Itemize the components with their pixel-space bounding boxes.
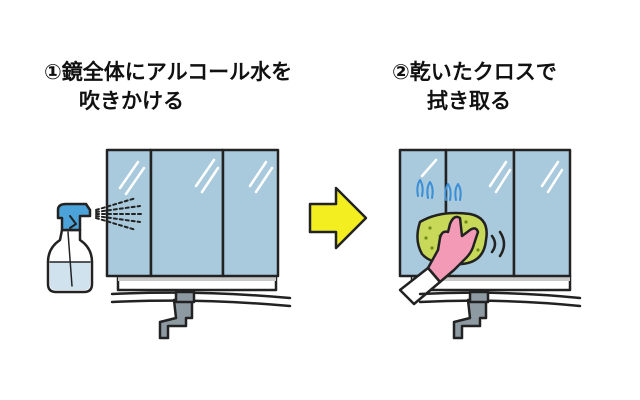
spray-mist (95, 197, 143, 231)
step-2-label: ②乾いたクロスで 拭き取る (392, 58, 557, 116)
left-mirror-panel-2 (149, 148, 225, 278)
step-1-line1: ①鏡全体にアルコール水を (44, 60, 293, 84)
gloved-hand-icon (398, 215, 480, 306)
right-mirror-highlights (420, 158, 564, 194)
right-sink-edge (418, 291, 582, 308)
spray-bottle-icon (46, 202, 94, 294)
step-2-line2: 拭き取る (427, 89, 511, 113)
faucet-icon (452, 290, 490, 340)
left-mirror-highlights (118, 158, 274, 196)
left-sink-edge (110, 291, 292, 308)
smear-marks (416, 179, 462, 201)
step-1-label: ①鏡全体にアルコール水を 吹きかける (44, 58, 292, 116)
left-mirror-panel-3 (221, 148, 280, 278)
next-arrow-icon (308, 186, 368, 250)
motion-marks (490, 230, 506, 258)
step-1-line2: 吹きかける (79, 89, 184, 113)
faucet-icon (158, 290, 196, 340)
step-2-line1: ②乾いたクロスで (392, 60, 557, 84)
sleeve (398, 266, 442, 306)
left-mirror-cabinet (105, 148, 280, 292)
